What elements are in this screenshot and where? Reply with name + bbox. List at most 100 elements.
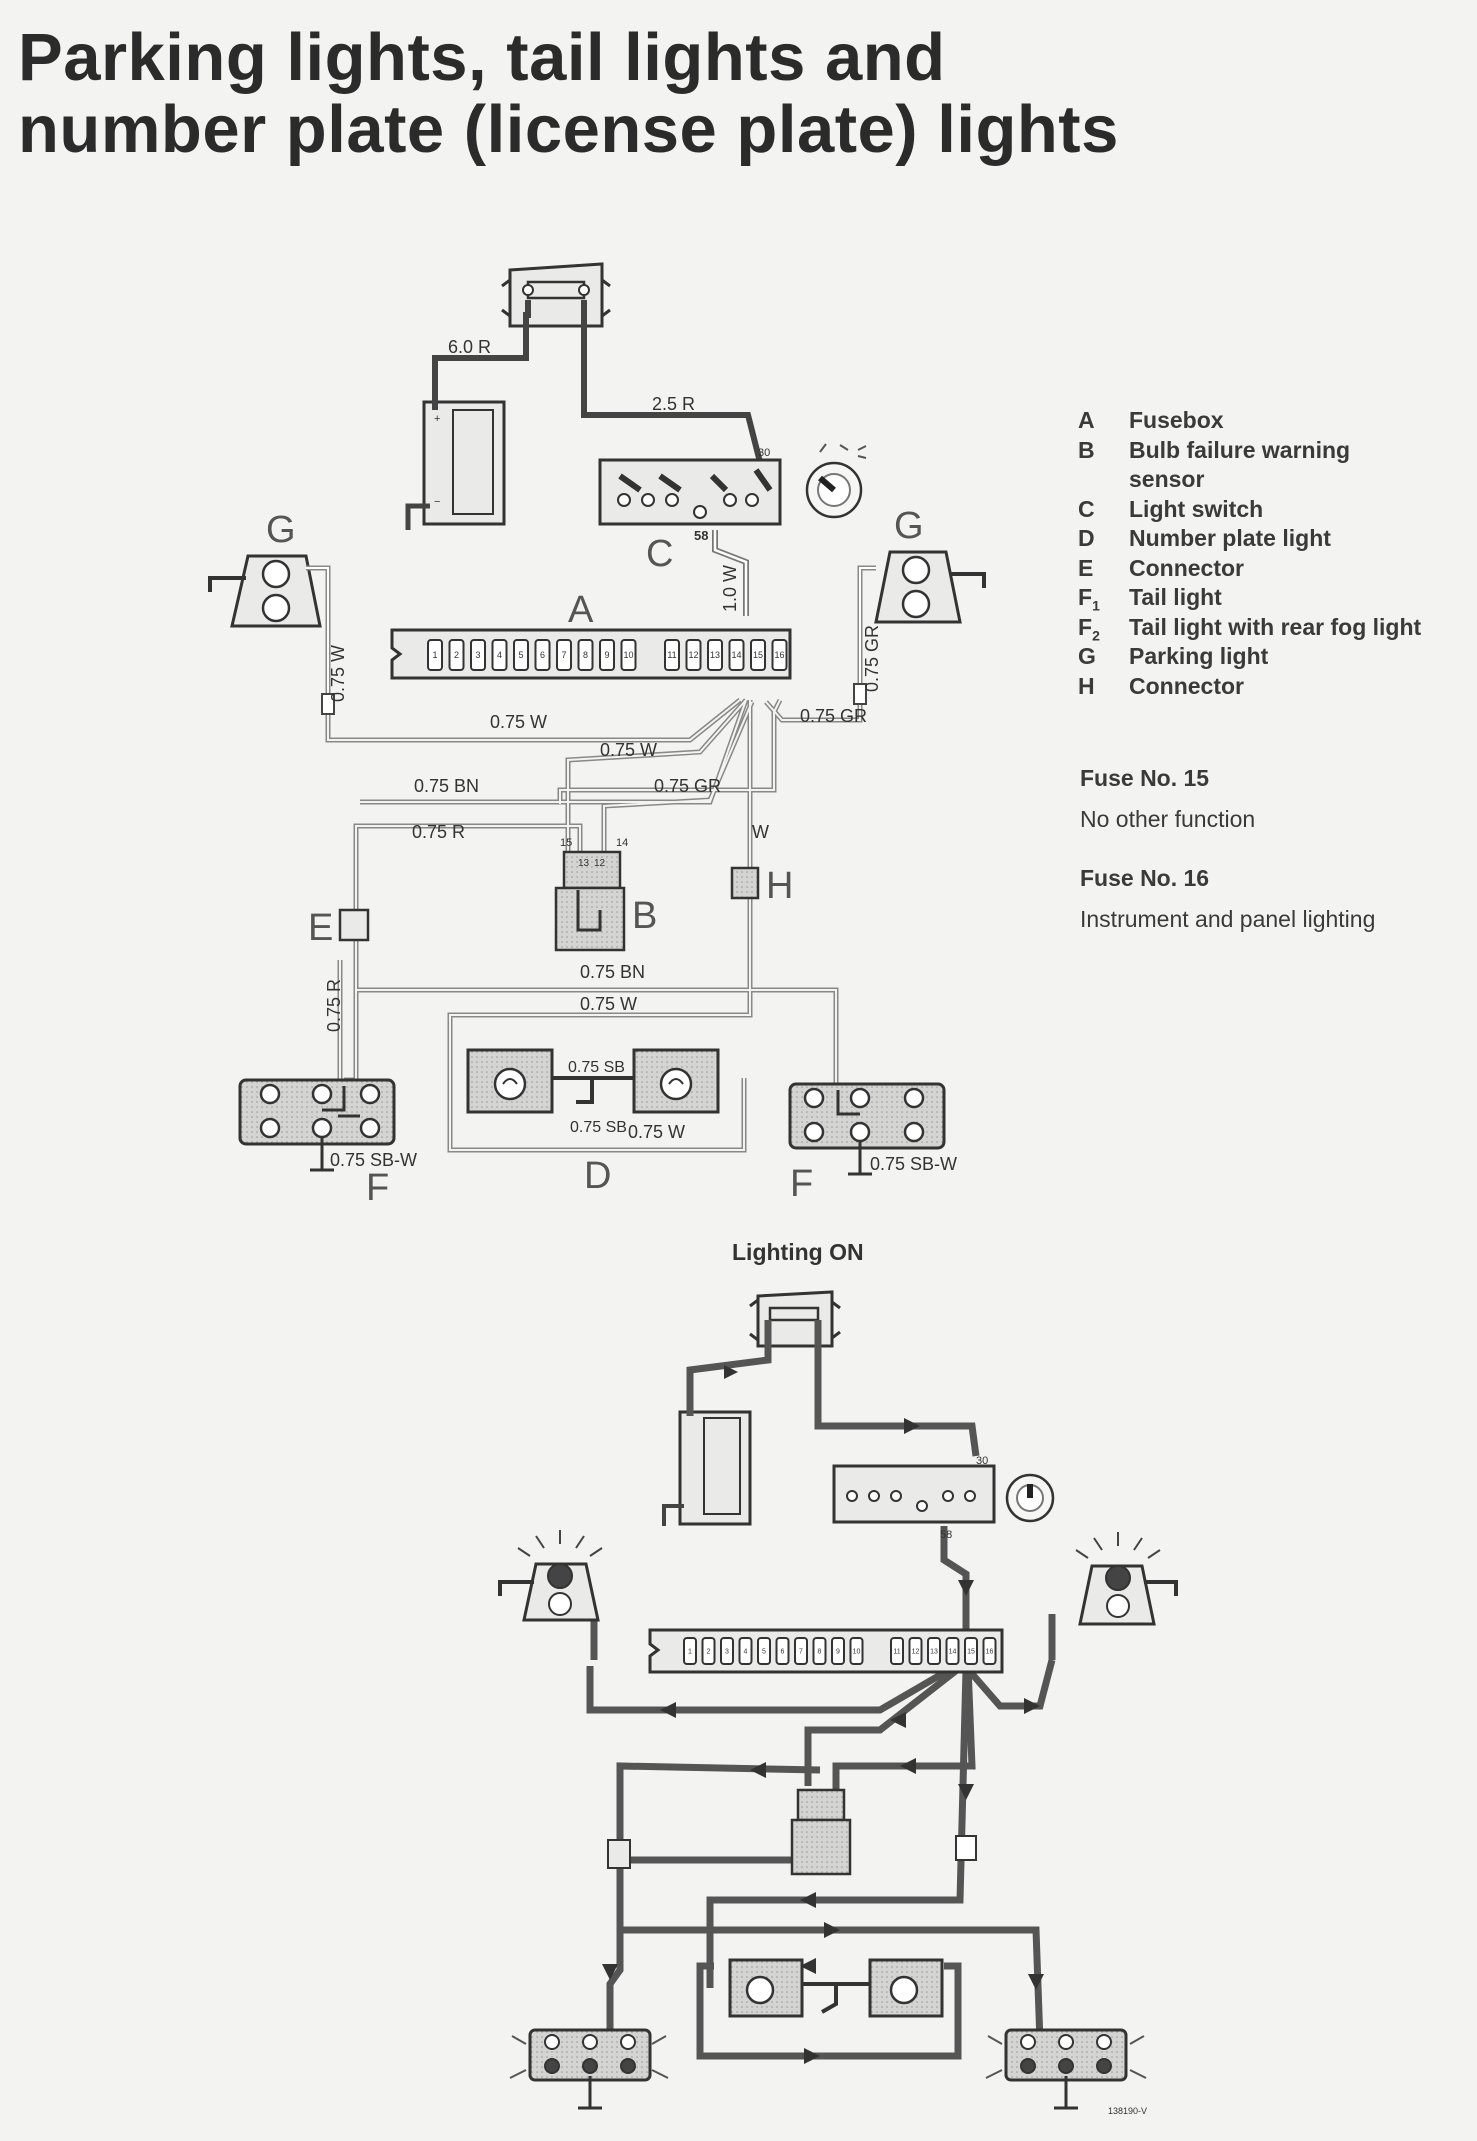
wire-25r [581,300,765,471]
fuse-number: 5 [762,1648,766,1655]
terminal-label: 58 [694,528,708,543]
fuse-number: 9 [604,650,609,660]
svg-text:+: + [434,413,440,425]
fuse-slot [427,639,443,671]
component-label-f-left: F [366,1167,389,1209]
page-title: Parking lights, tail lights and number p… [18,22,1119,166]
fuse-slot [620,639,637,671]
component-label-c: C [646,533,673,575]
fuse-slot [945,1637,960,1665]
wire-label: 2.5 R [652,394,695,414]
schematic-top: + − 6.0 R 2.5 R 30 58 C [208,262,986,1209]
legend-letter: F2 [1078,614,1100,644]
terminal-label: 12 [594,858,606,869]
fuse-number: 1 [688,1648,692,1655]
fuse-slot [890,1637,904,1665]
wire-label: 0.75 R [324,979,344,1032]
connector-e [338,908,370,942]
fuse-slot [927,1637,941,1665]
wire-label: W [752,822,769,842]
wire-label: 0.75 W [600,740,657,760]
tail-light-f-left: 0.75 SB-W [238,1078,417,1172]
fuse-number: 6 [540,650,545,660]
wire-label: 0.75 SB-W [330,1150,417,1170]
legend-letter: B [1078,437,1095,463]
wire-label: 0.75 BN [414,776,479,796]
fuse-number: 14 [731,650,741,660]
fuse-15-heading: Fuse No. 15 [1080,765,1210,791]
legend-text: sensor [1129,466,1205,492]
wire-label: 1.0 W [720,565,740,612]
component-label-h: H [766,865,793,907]
terminal-label: 14 [616,837,628,849]
tail-light-f-right: 0.75 SB-W [788,1082,957,1176]
fuse-slot [599,639,615,671]
legend-text: Tail light [1129,584,1222,610]
legend-letter: E [1078,555,1094,581]
wire-label: 0.75 SB [568,1059,625,1076]
fuse-number: 3 [475,650,480,660]
terminal-label: 30 [976,1455,988,1467]
fuse-slot [701,1637,716,1665]
fuse-slot [707,639,723,671]
terminal-label: 15 [560,837,572,849]
fuse-slot [964,1637,978,1665]
page-title-line-2: number plate (license plate) lights [18,92,1119,167]
fuse-number: 7 [799,1648,803,1655]
wire-label: 0.75 GR [654,776,721,796]
bulb-failure-sensor-b: 15 14 13 12 [554,837,628,952]
component-label-e: E [308,907,333,949]
fuse-number: 8 [583,650,588,660]
wire-label: 0.75 GR [862,625,882,692]
fuse-number: 10 [623,650,633,660]
connector-h [730,866,760,900]
fuse-number: 16 [986,1648,994,1655]
wire-6r [432,300,531,410]
battery: + − [422,400,506,526]
wire-label: 0.75 BN [580,962,645,982]
terminal-label: 58 [940,1529,952,1541]
component-label-b: B [632,895,657,937]
fuse-slot [849,1637,864,1665]
wire-label: 0.75 W [628,1122,685,1142]
lighting-on-label: Lighting ON [732,1239,864,1265]
wire-label: 0.75 SB [570,1119,627,1136]
terminal-label: 30 [758,447,770,459]
component-label-a: A [568,589,594,631]
fuse-number: 2 [707,1648,711,1655]
legend-letter: D [1078,525,1095,551]
fuse-number: 6 [781,1648,785,1655]
parking-light-g-left [208,554,331,690]
fuse-slot [664,639,680,671]
legend-letter: H [1078,673,1095,699]
fuse-number: 12 [912,1648,920,1655]
component-label-d: D [584,1155,611,1197]
figure-code: 138190-V [1108,2106,1147,2116]
legend-text: Fusebox [1129,407,1224,433]
legend-text: Parking light [1129,643,1269,669]
legend-text: Connector [1129,673,1244,699]
fuse-slot [757,1637,771,1665]
fuse-slot [831,1637,845,1665]
fuse-slot [771,639,788,671]
legend-text: Tail light with rear fog light [1129,614,1422,640]
fuse-slot [794,1637,808,1665]
legend-letter: G [1078,643,1096,669]
fuse-number: 2 [454,650,459,660]
fuse-number: 1 [432,650,437,660]
legend-subscript: 1 [1092,597,1100,614]
wire-label: 0.75 GR [800,706,867,726]
fuse-number: 9 [836,1648,840,1655]
wire-label: 0.75 W [490,712,547,732]
fuse-slot [738,1637,753,1665]
fuse-slot [720,1637,734,1665]
legend-letter: A [1078,407,1095,433]
fuse-slot [683,1637,697,1665]
fuse-slot [812,1637,827,1665]
fuse-number: 5 [518,650,523,660]
fuse-number: 12 [688,650,698,660]
battery-ground [405,503,430,530]
